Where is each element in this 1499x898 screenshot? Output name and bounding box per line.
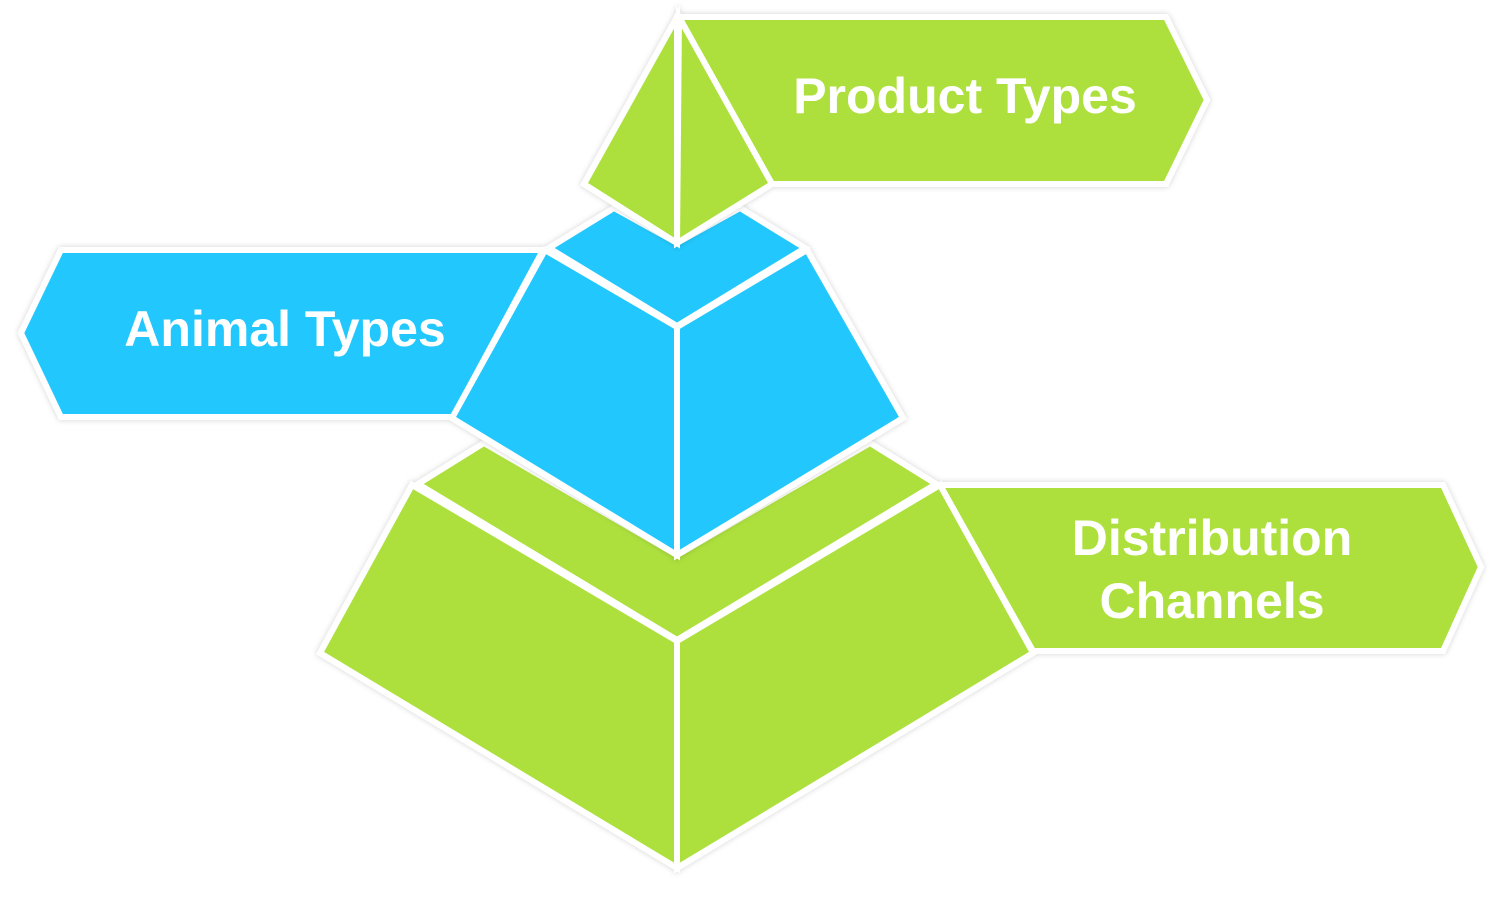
middle-tier-right-face [674,245,908,561]
bottom-tier-label-line-2: Channels [1099,573,1324,629]
top-tier-label: Product Types [793,68,1137,124]
bottom-tier-right-face [674,480,1038,874]
bottom-tier-label-line-1: Distribution [1072,510,1353,566]
bottom-tier [315,439,1485,874]
top-tier-right-face [673,5,777,249]
middle-tier [17,204,908,561]
middle-tier-label: Animal Types [124,301,445,357]
top-tier [580,5,1211,249]
top-tier-left-face [580,5,680,249]
